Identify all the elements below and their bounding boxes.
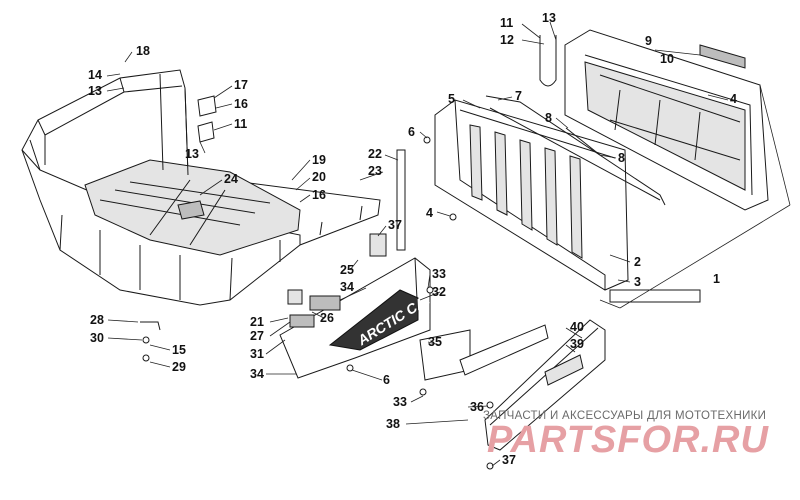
- callout-26: 26: [320, 311, 334, 325]
- callout-25: 25: [340, 263, 354, 277]
- callout-30: 30: [90, 331, 104, 345]
- callout-22: 22: [368, 147, 382, 161]
- callout-11: 11: [500, 16, 513, 30]
- callout-9: 9: [645, 34, 652, 48]
- callout-20: 20: [312, 170, 326, 184]
- callout-24: 24: [224, 172, 238, 186]
- leader-lines: [106, 21, 729, 467]
- callout-34: 34: [340, 280, 354, 294]
- callout-14: 14: [88, 68, 102, 82]
- callout-15: 15: [172, 343, 186, 357]
- callout-3: 3: [634, 275, 641, 289]
- callout-6: 6: [383, 373, 390, 387]
- callout-2: 2: [634, 255, 641, 269]
- callout-10: 10: [660, 52, 674, 66]
- callout-13: 13: [542, 11, 556, 25]
- callout-13: 13: [185, 147, 199, 161]
- callout-40: 40: [570, 320, 584, 334]
- callout-19: 19: [312, 153, 326, 167]
- callout-39: 39: [570, 337, 584, 351]
- tailgate-outer-panel: [539, 29, 769, 211]
- callout-37: 37: [388, 218, 402, 232]
- watermark-tagline: ЗАПЧАСТИ И АКСЕССУАРЫ ДЛЯ МОТОТЕХНИКИ: [483, 410, 766, 422]
- callout-8: 8: [545, 111, 552, 125]
- callout-21: 21: [250, 315, 264, 329]
- callout-33: 33: [432, 267, 446, 281]
- callout-7: 7: [515, 89, 522, 103]
- watermark-site: PARTSFOR.RU: [487, 419, 769, 461]
- callout-labels: 11 13 12 9 10 4 7 5 8 8 6 4 2 3 1 18 14 …: [88, 11, 737, 467]
- callout-6: 6: [408, 125, 415, 139]
- callout-11: 11: [234, 117, 247, 131]
- assembly-bracket-lines: [599, 84, 791, 309]
- callout-33: 33: [393, 395, 407, 409]
- callout-32: 32: [432, 285, 446, 299]
- callout-28: 28: [90, 313, 104, 327]
- callout-35: 35: [428, 335, 442, 349]
- callout-4: 4: [730, 92, 737, 106]
- callout-23: 23: [368, 164, 382, 178]
- cargo-box: [21, 69, 381, 306]
- callout-34: 34: [250, 367, 264, 381]
- watermark: ЗАПЧАСТИ И АКСЕССУАРЫ ДЛЯ МОТОТЕХНИКИ PA…: [483, 410, 769, 461]
- callout-4: 4: [426, 206, 433, 220]
- callout-5: 5: [448, 92, 455, 106]
- callout-38: 38: [386, 417, 400, 431]
- callout-1: 1: [713, 272, 720, 286]
- callout-17: 17: [234, 78, 248, 92]
- side-panel-with-decal: ARCTIC CAT: [279, 257, 549, 381]
- tailgate-inner-panel: [434, 99, 701, 303]
- side-rail-assembly: [484, 319, 606, 451]
- callout-37: 37: [502, 453, 516, 467]
- hardware-parts: [140, 95, 666, 470]
- callout-29: 29: [172, 360, 186, 374]
- callout-13: 13: [88, 84, 102, 98]
- callout-12: 12: [500, 33, 514, 47]
- callout-27: 27: [250, 329, 264, 343]
- callout-31: 31: [250, 347, 264, 361]
- callout-18: 18: [136, 44, 150, 58]
- callout-16: 16: [234, 97, 248, 111]
- callout-16: 16: [312, 188, 326, 202]
- callout-8: 8: [618, 151, 625, 165]
- callout-36: 36: [470, 400, 484, 414]
